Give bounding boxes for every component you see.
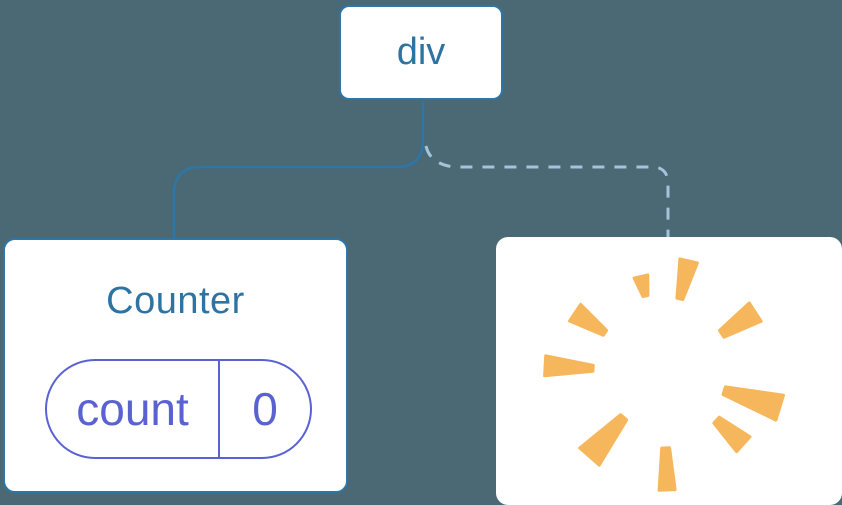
counter-component-node: Counter count 0 xyxy=(3,238,348,493)
state-value: 0 xyxy=(252,383,278,435)
state-pill: count 0 xyxy=(45,359,312,459)
dashed-edge-line xyxy=(424,145,670,239)
poof-ray xyxy=(712,415,752,454)
root-div-node: div xyxy=(339,5,503,100)
state-key-label: count xyxy=(47,361,220,457)
poof-ray xyxy=(657,446,677,492)
counter-title: Counter xyxy=(106,280,245,322)
poof-icon xyxy=(543,257,785,492)
solid-edge-line xyxy=(172,101,425,240)
poof-ray xyxy=(578,413,629,467)
poof-ray xyxy=(632,273,650,299)
poof-ray xyxy=(675,257,699,302)
unmounted-component-node xyxy=(496,237,842,505)
poof-ray xyxy=(543,354,595,378)
root-div-label: div xyxy=(396,31,446,73)
poof-ray xyxy=(718,301,763,339)
poof-ray xyxy=(568,302,609,337)
poof-ray xyxy=(721,385,785,422)
